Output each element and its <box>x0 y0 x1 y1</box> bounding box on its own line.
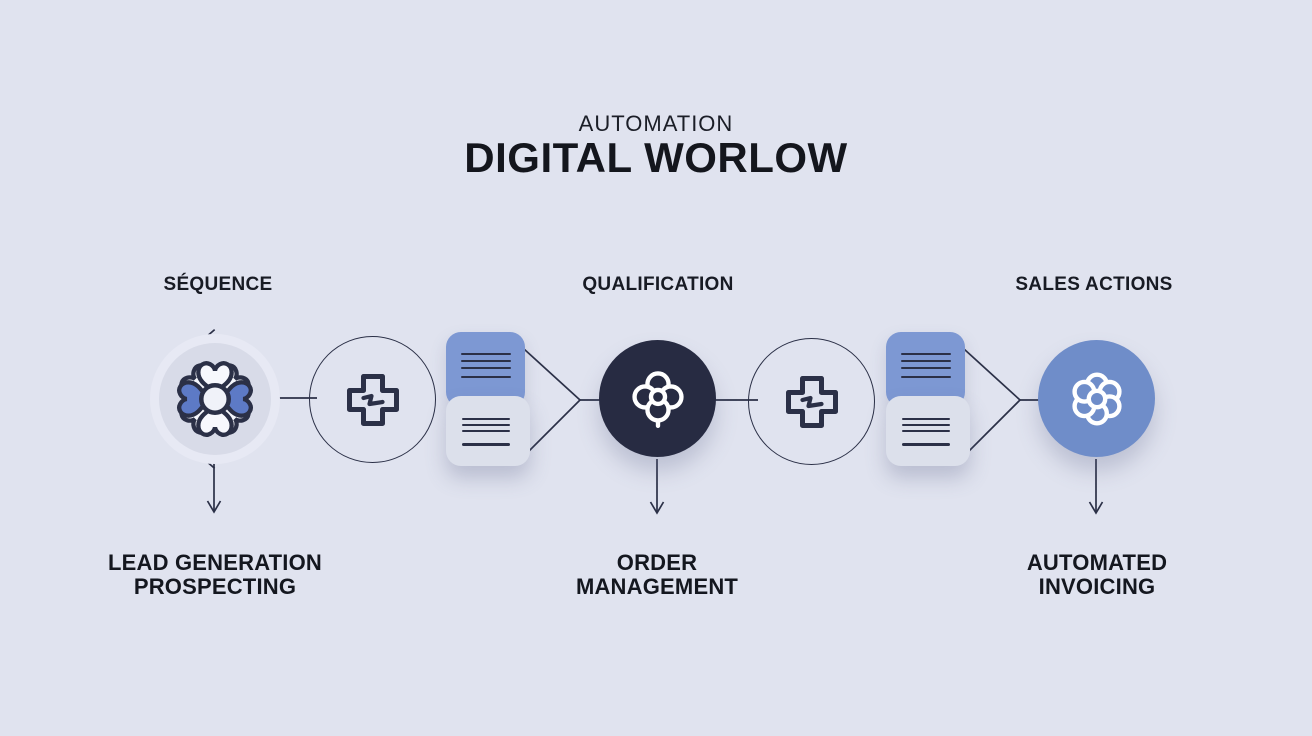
text-line <box>461 359 511 363</box>
clover-flower-icon <box>631 370 684 428</box>
text-line <box>902 423 950 427</box>
text-line <box>462 429 510 433</box>
puzzle-plus-icon <box>346 373 399 426</box>
text-line <box>462 418 510 421</box>
text-line <box>901 366 951 370</box>
funnel-line-1-top <box>523 348 581 401</box>
qualification-node <box>599 340 716 457</box>
text-line <box>902 429 950 433</box>
caption-line: PROSPECTING <box>133 574 297 599</box>
text-line <box>461 353 511 356</box>
caption-line: INVOICING <box>1038 574 1156 599</box>
document-card-blue <box>886 332 965 407</box>
text-line <box>461 375 511 379</box>
text-line <box>902 418 950 421</box>
title-kicker: AUTOMATION <box>578 111 734 136</box>
column-header-qualification: QUALIFICATION <box>582 274 734 295</box>
six-petal-flower-icon <box>1071 372 1122 426</box>
text-line <box>902 443 950 446</box>
funnel-line-2-bottom <box>968 399 1021 452</box>
puzzle-plus-icon <box>785 375 838 428</box>
caption-line: LEAD GENERATION <box>107 550 323 575</box>
text-line <box>462 423 510 427</box>
funnel-line-1-bottom <box>528 399 581 452</box>
document-card-light <box>446 396 530 466</box>
column-header-sales-actions: SALES ACTIONS <box>1015 274 1173 295</box>
caption-automated-invoicing: AUTOMATED INVOICING <box>927 551 1267 599</box>
document-card-light <box>886 396 970 466</box>
heart-petal-flower-icon <box>165 349 265 449</box>
document-card-blue <box>446 332 525 407</box>
document-stack-1 <box>446 332 530 466</box>
page-title: DIGITAL WORLOW <box>464 134 848 181</box>
column-header-sequence: SÉQUENCE <box>163 274 273 295</box>
sequence-node <box>159 343 271 455</box>
funnel-line-2-top <box>963 348 1021 401</box>
caption-lead-generation: LEAD GENERATION PROSPECTING <box>45 551 385 599</box>
caption-line: AUTOMATED <box>1026 550 1168 575</box>
text-line <box>461 366 511 370</box>
document-stack-2 <box>886 332 970 466</box>
integration-node-1 <box>309 336 436 463</box>
sales-node <box>1038 340 1155 457</box>
caption-line: ORDER <box>616 550 698 575</box>
caption-order-management: ORDER MANAGEMENT <box>487 551 827 599</box>
text-line <box>901 359 951 363</box>
text-line <box>462 443 510 446</box>
integration-node-2 <box>748 338 875 465</box>
caption-line: MANAGEMENT <box>575 574 739 599</box>
text-line <box>901 375 951 379</box>
text-line <box>901 353 951 356</box>
